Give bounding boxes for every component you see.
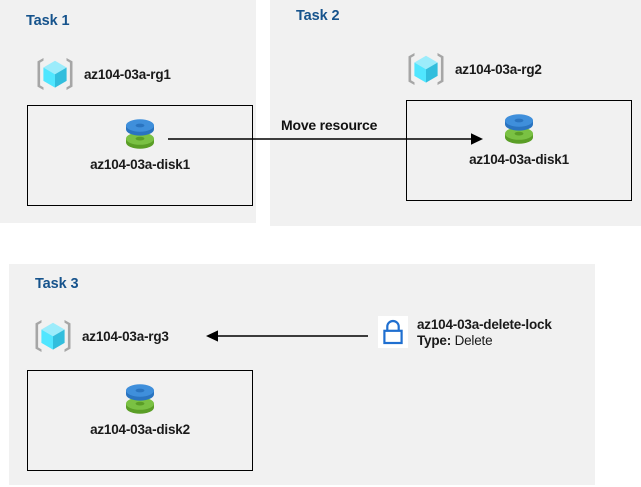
- task-2-title: Task 2: [296, 8, 340, 24]
- task-2-resource-box: [406, 100, 632, 201]
- managed-disk-icon: [119, 377, 161, 419]
- disk-label: az104-03a-disk2: [90, 422, 190, 437]
- resource-group-label: az104-03a-rg1: [84, 66, 171, 82]
- disk-az104-03a-disk2-task3: az104-03a-disk2: [78, 377, 202, 437]
- resource-group-icon: [405, 50, 447, 88]
- move-resource-caption: Move resource: [281, 117, 378, 133]
- disk-az104-03a-disk1-task2: az104-03a-disk1: [457, 107, 581, 167]
- lock-icon: [378, 316, 408, 348]
- lock-type-line: Type: Delete: [417, 333, 552, 348]
- lock-text-block: az104-03a-delete-lock Type: Delete: [417, 317, 552, 348]
- move-resource-arrow: [168, 133, 483, 145]
- resource-group-rg3: az104-03a-rg3: [32, 317, 169, 355]
- delete-lock-annotation: az104-03a-delete-lock Type: Delete: [378, 316, 552, 348]
- delete-lock-arrow: [206, 330, 368, 342]
- task-1-title: Task 1: [26, 13, 70, 29]
- task-1-panel: [0, 0, 256, 223]
- resource-group-icon: [32, 317, 74, 355]
- task-2-panel: [270, 0, 641, 226]
- disk-label: az104-03a-disk1: [469, 152, 569, 167]
- managed-disk-icon: [498, 107, 540, 149]
- task-3-title: Task 3: [35, 276, 79, 292]
- resource-group-label: az104-03a-rg2: [455, 61, 542, 77]
- disk-label: az104-03a-disk1: [90, 157, 190, 172]
- disk-az104-03a-disk1-task1: az104-03a-disk1: [78, 112, 202, 172]
- task-1-resource-box: [27, 105, 253, 206]
- lock-type-value: Delete: [454, 333, 493, 348]
- lock-type-key: Type:: [417, 333, 452, 348]
- resource-group-icon: [34, 55, 76, 93]
- task-3-resource-box: [27, 370, 253, 471]
- resource-group-rg1: az104-03a-rg1: [34, 55, 171, 93]
- resource-group-rg2: az104-03a-rg2: [405, 50, 542, 88]
- managed-disk-icon: [119, 112, 161, 154]
- lock-name: az104-03a-delete-lock: [417, 317, 552, 332]
- resource-group-label: az104-03a-rg3: [82, 328, 169, 344]
- task-3-panel: [9, 264, 595, 485]
